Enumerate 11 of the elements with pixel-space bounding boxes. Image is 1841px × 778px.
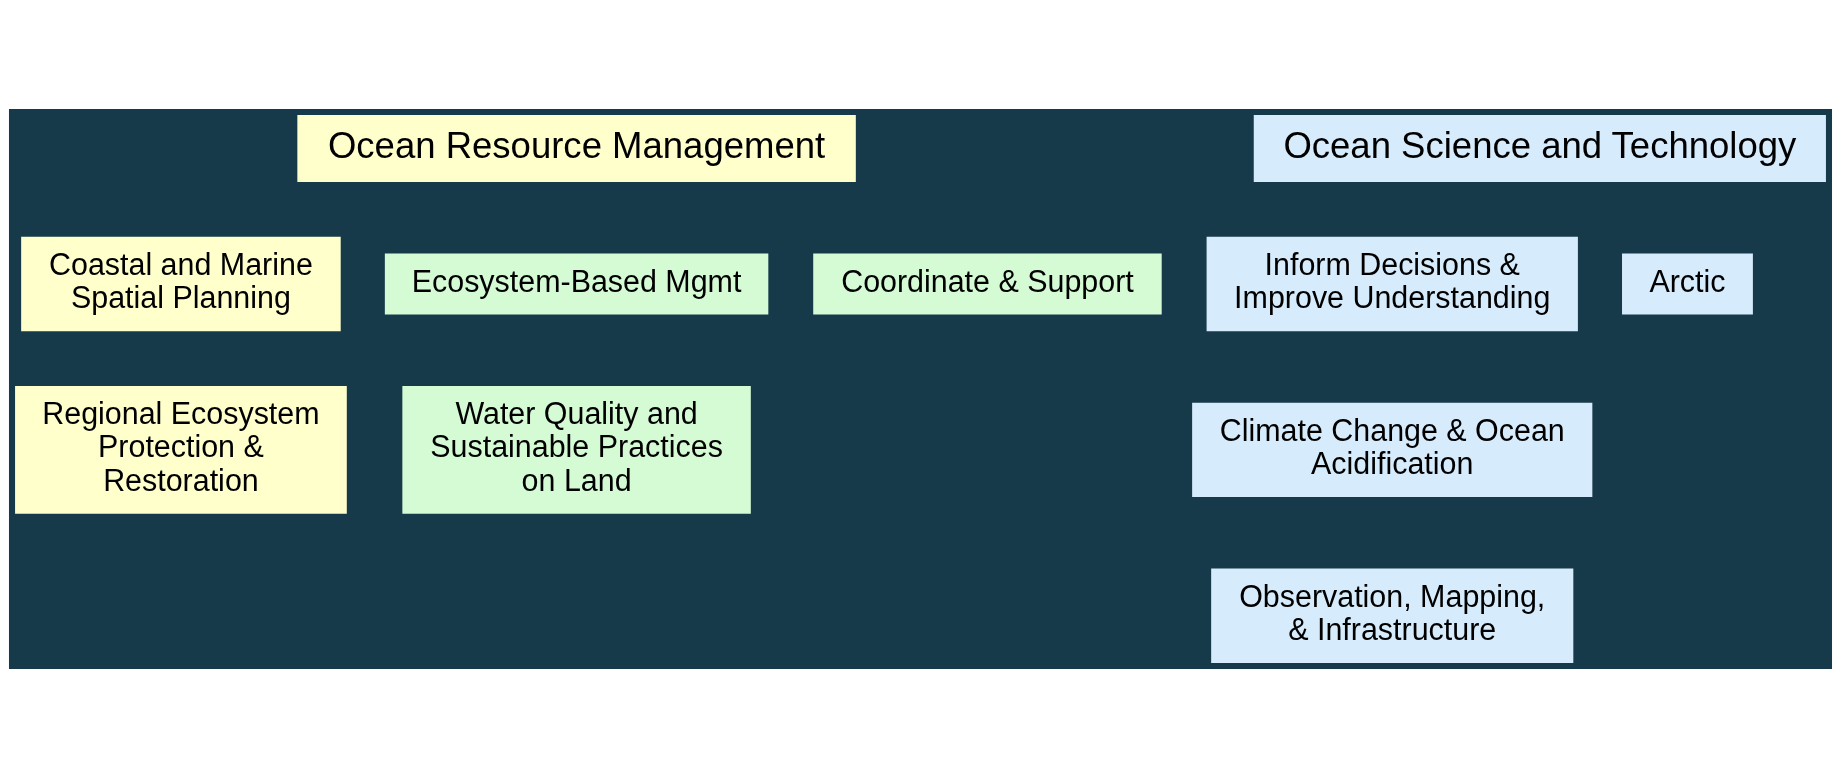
node-box: Arctic — [1622, 253, 1753, 315]
node-box: Climate Change & Ocean Acidification — [1192, 402, 1593, 498]
node-box: Observation, Mapping, & Infrastructure — [1211, 568, 1574, 663]
node-box: Water Quality and Sustainable Practices on Land — [402, 385, 751, 514]
node-box: Ecosystem-Based Mgmt — [384, 253, 769, 315]
node-box: Regional Ecosystem Protection & Restoration — [15, 385, 347, 514]
node-box: Ocean Resource Management — [297, 115, 856, 183]
node-box: Inform Decisions & Improve Understanding — [1206, 236, 1578, 332]
node-box: Ocean Science and Technology — [1253, 115, 1826, 183]
node-box: Coordinate & Support — [813, 253, 1162, 315]
node-box: Coastal and Marine Spatial Planning — [21, 236, 341, 332]
